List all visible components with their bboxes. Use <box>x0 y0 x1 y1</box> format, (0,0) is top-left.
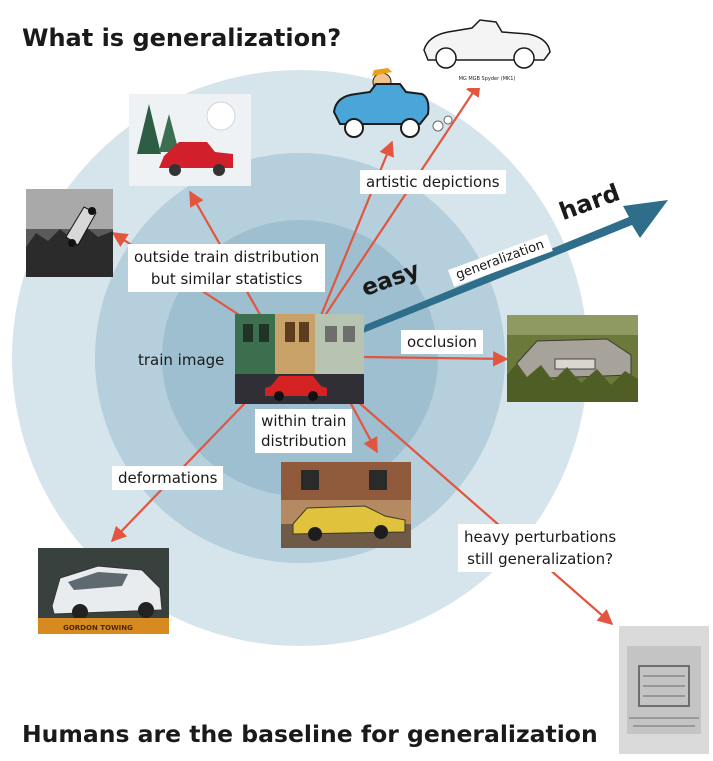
occlusion-image <box>507 315 638 402</box>
label-outside-train-distribution: outside train distribution but similar s… <box>128 244 326 292</box>
cartoon-car-image <box>326 62 458 144</box>
label-heavy-perturbations: heavy perturbations still generalization… <box>458 524 623 572</box>
train-image <box>235 314 364 404</box>
train-image-label: train image <box>138 351 225 369</box>
label-deformations: deformations <box>112 466 224 490</box>
sketch-caption: MG MGB Spyder (MK1) <box>459 76 516 82</box>
label-artistic-depictions: artistic depictions <box>360 170 506 194</box>
toy-truck-image <box>129 94 251 186</box>
arrow-to-occlusion <box>361 351 509 367</box>
page-title: What is generalization? <box>22 24 342 52</box>
arrow-to-perturbed <box>355 399 614 626</box>
page-subtitle: Humans are the baseline for generalizati… <box>22 720 598 748</box>
arrow-to-sketch <box>321 80 481 321</box>
bw-car-image <box>26 189 113 277</box>
generalization-axis-arrow <box>363 200 668 333</box>
wrecked-car-image: GORDON TOWING <box>38 548 169 634</box>
taxi-image <box>281 462 411 548</box>
perturbed-image <box>619 626 709 754</box>
tow-truck-text: GORDON TOWING <box>63 624 133 632</box>
label-occlusion: occlusion <box>401 330 484 354</box>
arrow-to-taxi <box>349 401 378 454</box>
label-within-train-distribution: within train distribution <box>255 409 353 453</box>
sketch-car-image: MG MGB Spyder (MK1) <box>418 6 556 88</box>
